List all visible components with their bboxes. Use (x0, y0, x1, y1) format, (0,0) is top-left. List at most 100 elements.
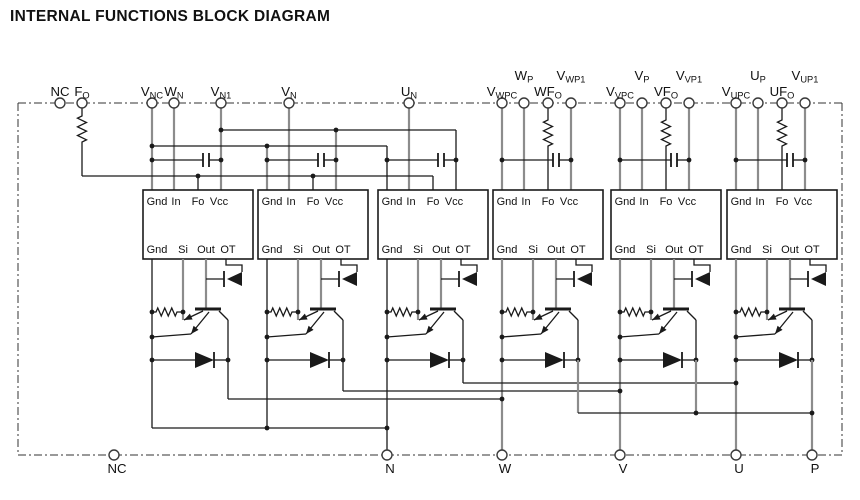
junction-dot (499, 309, 505, 315)
pin-label-out: Out (432, 244, 450, 256)
pin-label-fo: Fo (660, 196, 673, 208)
wire (686, 310, 697, 321)
pin-label-in: In (286, 196, 295, 208)
junction-dot (693, 410, 699, 416)
terminal-NC (54, 97, 66, 109)
junction-dot (617, 334, 623, 340)
junction-dot (218, 127, 224, 133)
emitter-arrow (775, 325, 783, 334)
terminal-label-UP: UP (750, 68, 766, 85)
junction-dot (333, 127, 339, 133)
emitter-arrow (534, 313, 543, 320)
driver-ic-block (726, 189, 838, 260)
pin-label-ot: OT (804, 244, 820, 256)
wire (453, 310, 464, 321)
terminal-V (614, 449, 626, 461)
pin-label-si: Si (762, 244, 772, 256)
terminal-label-VWP1: VWP1 (557, 68, 586, 85)
junction-dot (568, 157, 574, 163)
pin-label-gnd: Gnd (262, 244, 283, 256)
pin-label-gnd: Gnd (262, 196, 283, 208)
junction-dot (264, 425, 270, 431)
junction-dot (733, 309, 739, 315)
terminal-label-VN1: VN1 (211, 84, 232, 101)
pin-label-in: In (639, 196, 648, 208)
terminal-label-VUPC: VUPC (722, 84, 751, 101)
junction-dot (310, 173, 316, 179)
terminal-NC (108, 449, 120, 461)
junction-dot (149, 309, 155, 315)
pin-label-fo: Fo (192, 196, 205, 208)
wire (218, 310, 229, 321)
ot-diode (695, 272, 710, 286)
freewheel-diode (310, 352, 329, 368)
wire (568, 310, 579, 321)
terminal-VN1 (215, 97, 227, 109)
pin-label-vcc: Vcc (325, 196, 344, 208)
driver-ic-block (492, 189, 604, 260)
pin-label-gnd: Gnd (731, 244, 752, 256)
junction-dot (733, 357, 739, 363)
driver-ic-block (142, 189, 254, 260)
emitter-arrow (659, 325, 667, 334)
junction-dot (149, 334, 155, 340)
driver-ic-block (257, 189, 369, 260)
terminal-label-W: W (499, 461, 512, 476)
terminal-WFo (542, 97, 554, 109)
junction-dot (264, 157, 270, 163)
pin-label-fo: Fo (542, 196, 555, 208)
terminal-UN (403, 97, 415, 109)
terminal-label-P: P (811, 461, 820, 476)
junction-dot (802, 157, 808, 163)
wire (460, 259, 478, 272)
pin-label-ot: OT (335, 244, 351, 256)
terminal-VUPC (730, 97, 742, 109)
emitter-arrow (419, 313, 428, 320)
junction-dot (733, 334, 739, 340)
terminal-U (730, 449, 742, 461)
wire (802, 310, 813, 321)
resistor (542, 116, 554, 150)
pin-label-gnd: Gnd (382, 244, 403, 256)
junction-dot (415, 309, 421, 315)
junction-dot (617, 388, 623, 394)
junction-dot (686, 157, 692, 163)
emitter-arrow (299, 313, 308, 320)
terminal-label-UFo: UFO (770, 84, 795, 101)
terminal-label-VVPC: VVPC (606, 84, 634, 101)
pin-label-si: Si (646, 244, 656, 256)
junction-dot (733, 380, 739, 386)
terminal-WN (168, 97, 180, 109)
junction-dot (180, 309, 186, 315)
terminal-VVPC (614, 97, 626, 109)
emitter-arrow (768, 313, 777, 320)
terminal-VWPC (496, 97, 508, 109)
wire (266, 333, 307, 338)
junction-dot (384, 309, 390, 315)
pin-label-vcc: Vcc (794, 196, 813, 208)
resistor (152, 306, 183, 318)
pin-label-out: Out (781, 244, 799, 256)
junction-dot (149, 157, 155, 163)
pin-label-vcc: Vcc (678, 196, 697, 208)
pin-label-fo: Fo (427, 196, 440, 208)
terminal-label-U: U (734, 461, 744, 476)
wire (501, 333, 542, 338)
pin-label-out: Out (197, 244, 215, 256)
pin-label-gnd: Gnd (615, 196, 636, 208)
junction-dot (264, 357, 270, 363)
terminal-label-WN: WN (164, 84, 183, 101)
pin-label-ot: OT (220, 244, 236, 256)
terminal-Fo (76, 97, 88, 109)
junction-dot (218, 157, 224, 163)
pin-label-gnd: Gnd (147, 196, 168, 208)
driver-ic-block (377, 189, 489, 260)
pin-label-si: Si (413, 244, 423, 256)
junction-dot (499, 334, 505, 340)
terminal-label-VFo: VFO (654, 84, 678, 101)
pin-label-vcc: Vcc (560, 196, 579, 208)
wire (333, 310, 344, 321)
pin-label-gnd: Gnd (615, 244, 636, 256)
junction-dot (264, 309, 270, 315)
